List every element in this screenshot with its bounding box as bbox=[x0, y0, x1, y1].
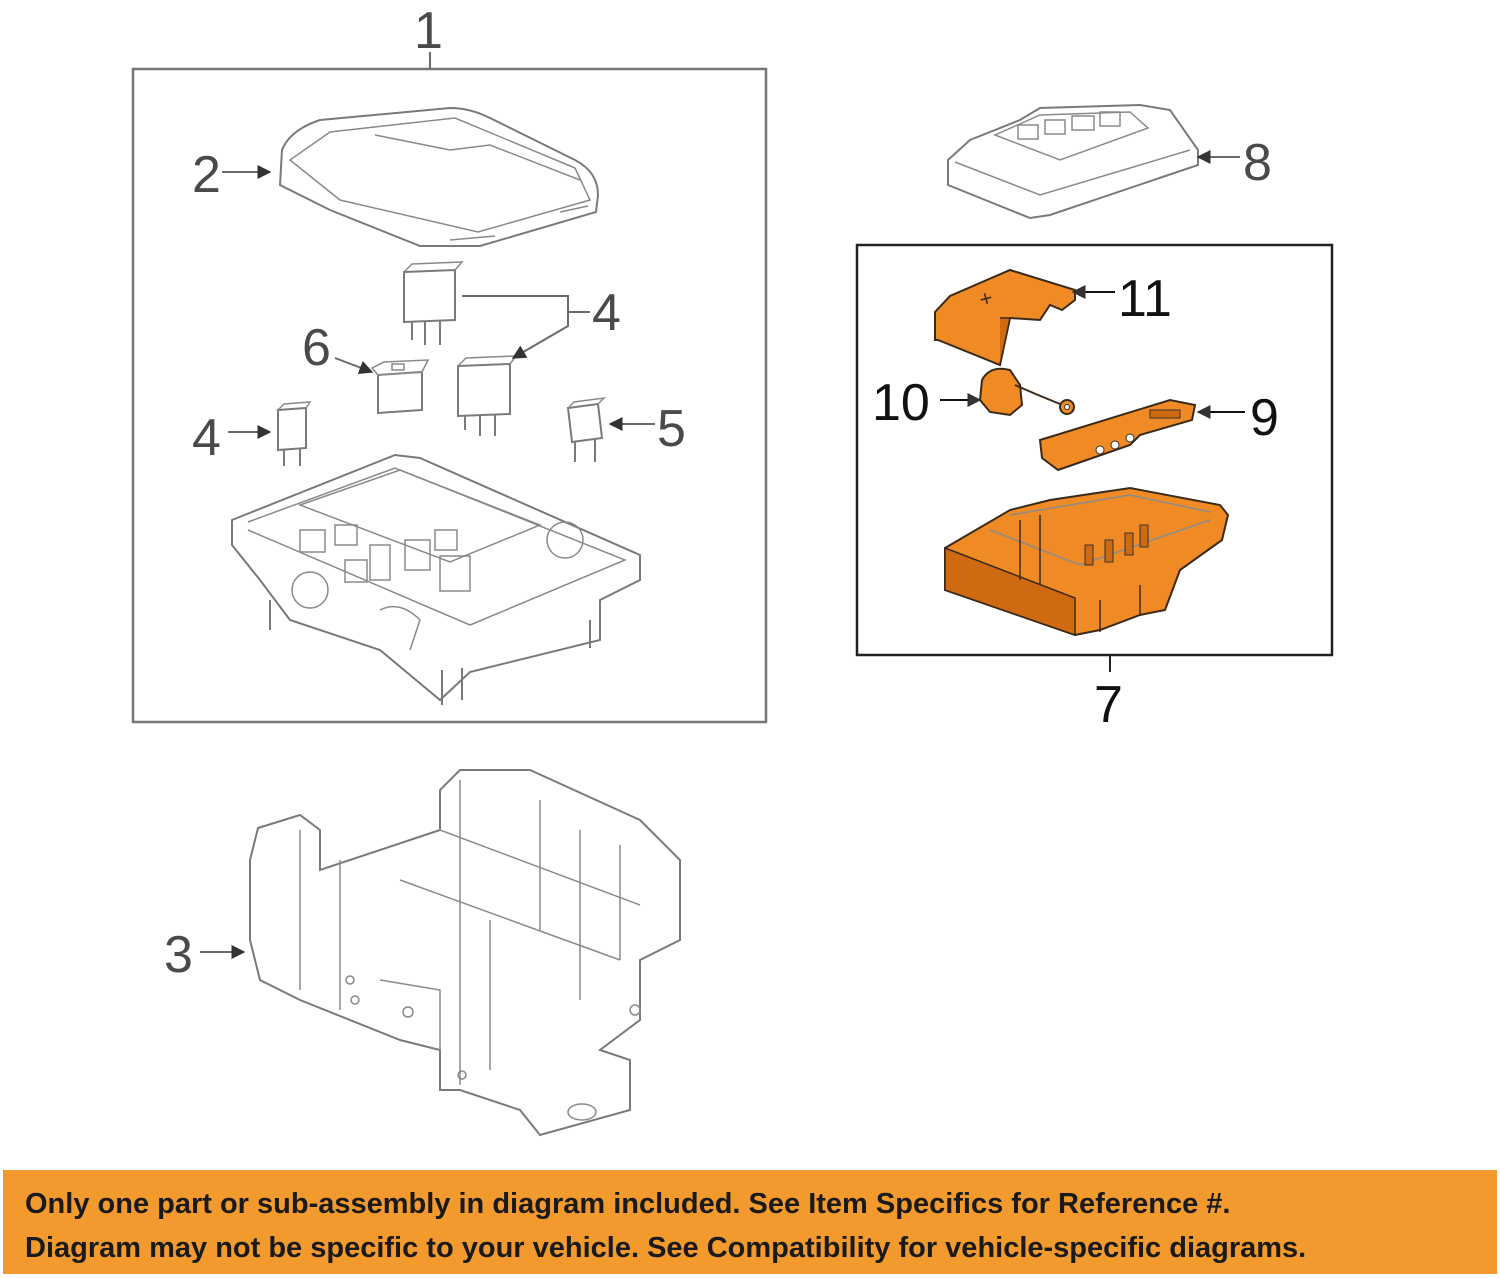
callout-7: 7 bbox=[1094, 676, 1123, 734]
bus-bar bbox=[1038, 398, 1197, 472]
callout-4-left: 4 bbox=[192, 409, 221, 467]
positive-terminal-cap: + bbox=[934, 268, 1076, 367]
relay-middle bbox=[457, 355, 518, 436]
callout-11: 11 bbox=[1118, 270, 1172, 328]
callout-9: 9 bbox=[1250, 389, 1279, 447]
callout-10: 10 bbox=[872, 374, 930, 432]
terminal-cover bbox=[947, 103, 1199, 220]
callout-2: 2 bbox=[192, 146, 221, 204]
battery-cable bbox=[978, 367, 1075, 417]
callout-5: 5 bbox=[657, 400, 686, 458]
cover-lid bbox=[278, 106, 600, 247]
callout-6: 6 bbox=[302, 319, 331, 377]
callout-8: 8 bbox=[1243, 134, 1272, 192]
disclaimer-line-1: Only one part or sub-assembly in diagram… bbox=[25, 1188, 1231, 1220]
parts-diagram: 1 2 4 bbox=[131, 2, 1334, 1137]
svg-text:+: + bbox=[976, 285, 995, 312]
assembly-7-group: 7 + 11 10 9 bbox=[855, 243, 1334, 734]
assembly-1-group: 1 2 4 bbox=[131, 2, 768, 724]
disclaimer-line-2: Diagram may not be specific to your vehi… bbox=[25, 1232, 1307, 1264]
assembly-7-frame bbox=[855, 243, 1334, 657]
assembly-1-frame bbox=[131, 67, 768, 724]
fuse-block-housing bbox=[231, 453, 641, 705]
callout-4-top: 4 bbox=[592, 284, 621, 342]
callout-1: 1 bbox=[414, 2, 443, 60]
callout-3: 3 bbox=[164, 926, 193, 984]
relay-top bbox=[403, 261, 464, 345]
relay-left bbox=[277, 401, 312, 466]
mini-relay bbox=[370, 359, 430, 415]
fuse bbox=[566, 396, 607, 462]
battery-distribution-box bbox=[944, 486, 1230, 637]
disclaimer-banner: Only one part or sub-assembly in diagram… bbox=[3, 1170, 1497, 1274]
mounting-bracket bbox=[249, 769, 681, 1137]
